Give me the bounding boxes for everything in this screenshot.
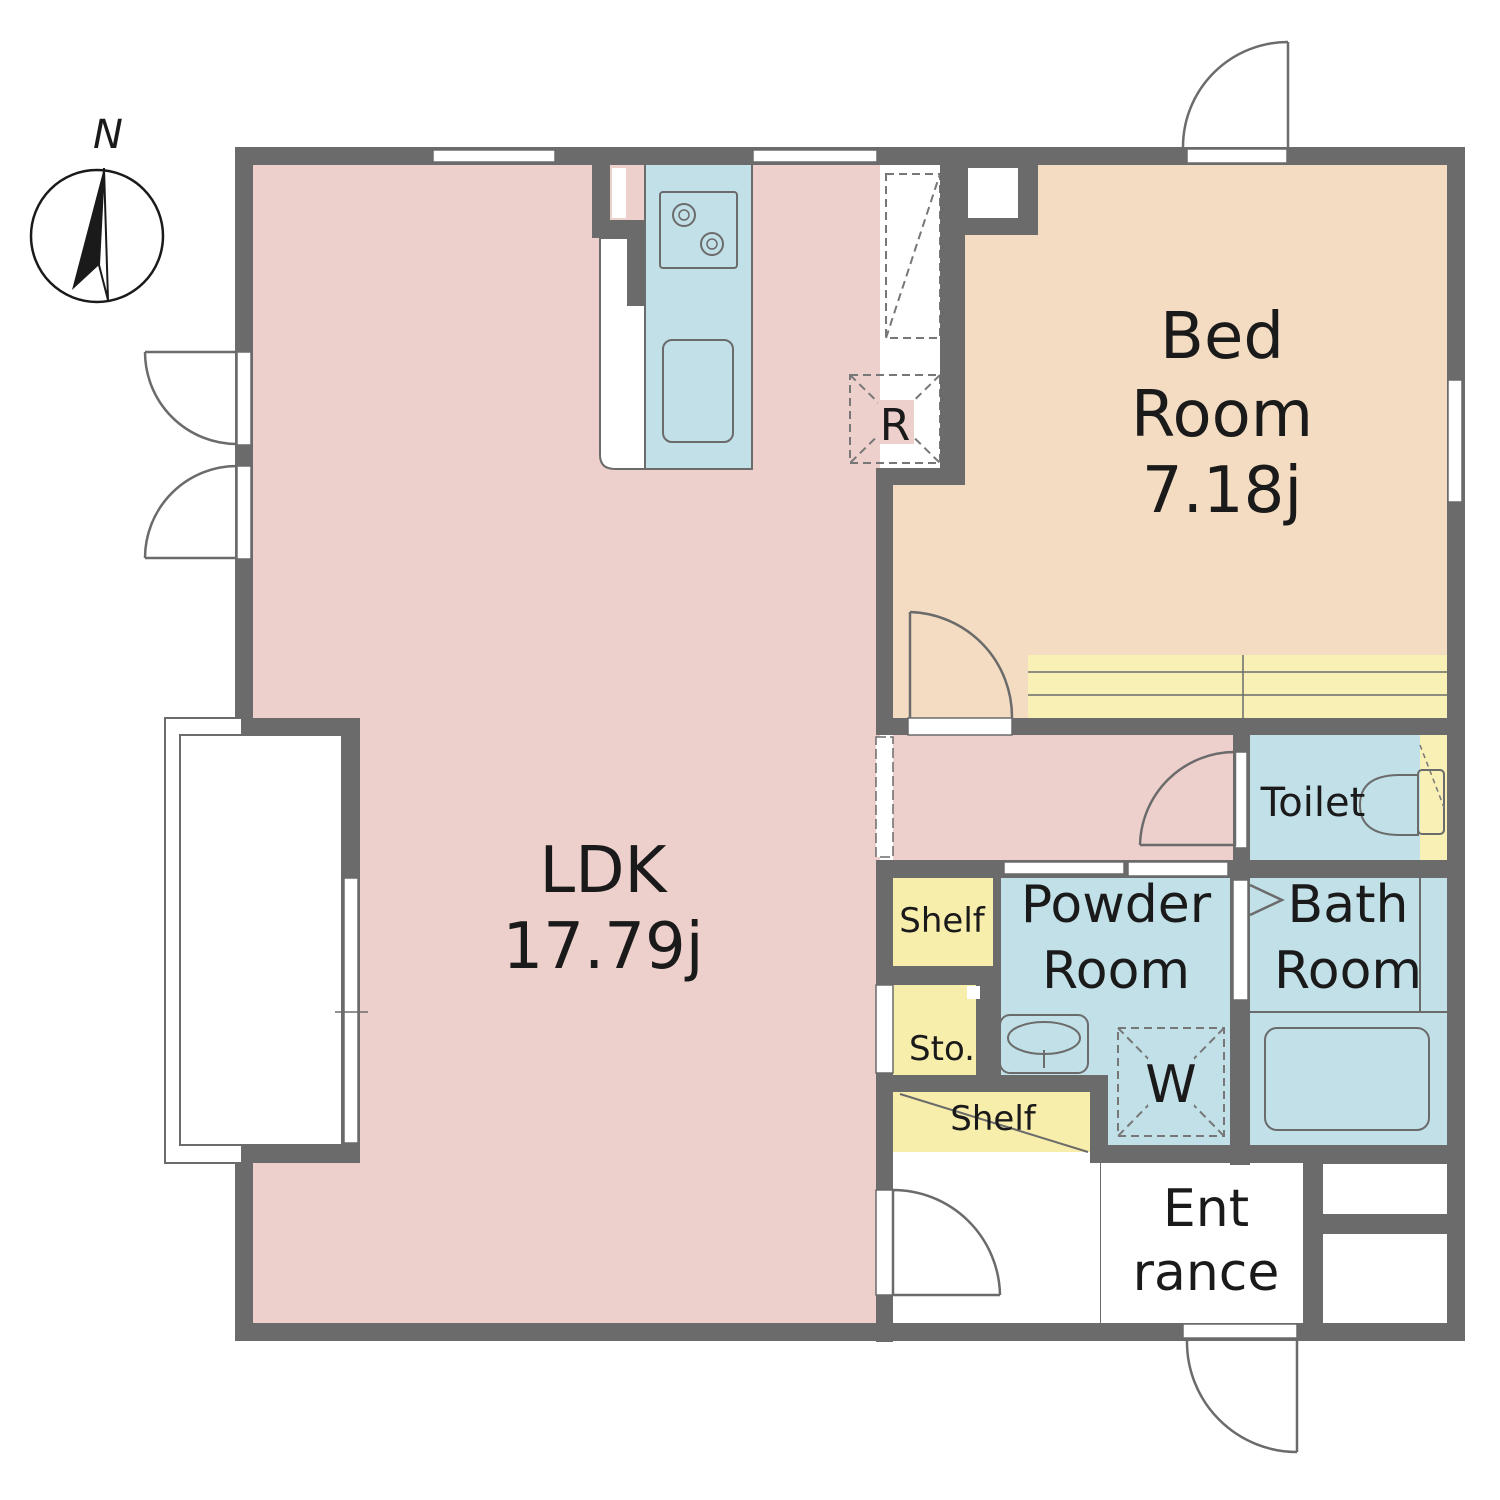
bath-room-name-line1: Bath [1288,875,1409,935]
entrance-name-line2: rance [1133,1243,1280,1303]
bedroom-floor [893,164,1448,718]
window [236,351,252,446]
window [1127,861,1229,877]
bedroom-name-line1: Bed [1160,300,1284,374]
entrance-step [893,1163,1100,1323]
window [752,149,878,163]
sink-icon [662,339,734,443]
bedroom-name-line2: Room [1131,378,1313,452]
burner-icon [672,203,696,227]
bathtub-icon [1264,1027,1430,1131]
door-swing [1181,40,1290,148]
shelf-upper [893,878,993,966]
window [1447,379,1463,503]
door-swing [1185,1340,1299,1454]
door-swing [891,1188,1002,1297]
door-swing [143,464,238,560]
powder-room-name-line1: Powder [1021,875,1212,935]
bedroom-size: 7.18j [1142,454,1302,528]
powder-room-name-line2: Room [1042,941,1190,1001]
refrigerator-label: R [880,400,911,451]
window [1186,148,1288,164]
shelf-lower-label: Shelf [950,1099,1036,1139]
ldk-name: LDK [540,834,669,908]
compass-north-label: N [93,112,123,158]
kitchen-counter [644,163,753,470]
shoe-cabinet [1321,1232,1449,1326]
room-labels: LDK 17.79j Bed Room 7.18j Toilet Powder … [503,300,1423,1303]
toilet-icon [1358,774,1419,836]
door-swing [908,610,1014,719]
window [236,465,252,560]
storage-label: Sto. [909,1029,975,1069]
shoe-cabinet [1321,1162,1449,1216]
washer-label: W [1145,1055,1196,1115]
window [1003,861,1125,875]
ldk-size: 17.79j [503,910,704,984]
storage [893,985,983,1075]
door-swings [143,40,1299,1454]
closet-shelf [1028,655,1448,718]
hallway-floor [893,735,1238,863]
windows [236,148,1463,1339]
toilet-floor [1250,735,1448,860]
door-swing [143,350,238,446]
compass: N [29,112,165,304]
ldk-floor [252,164,880,1325]
door-swing [1138,750,1237,847]
window [343,877,359,1144]
stove [659,191,738,269]
toilet-label: Toilet [1260,780,1366,826]
window [432,149,556,163]
entrance-name-line1: Ent [1163,1179,1249,1239]
bath-room-name-line2: Room [1274,941,1422,1001]
washer-space [1117,1027,1225,1137]
compass-arrow-icon [72,168,104,290]
entrance-floor [1099,1161,1305,1326]
window [1182,1323,1298,1339]
shelf-upper-label: Shelf [899,901,985,941]
burner-icon [700,232,724,256]
